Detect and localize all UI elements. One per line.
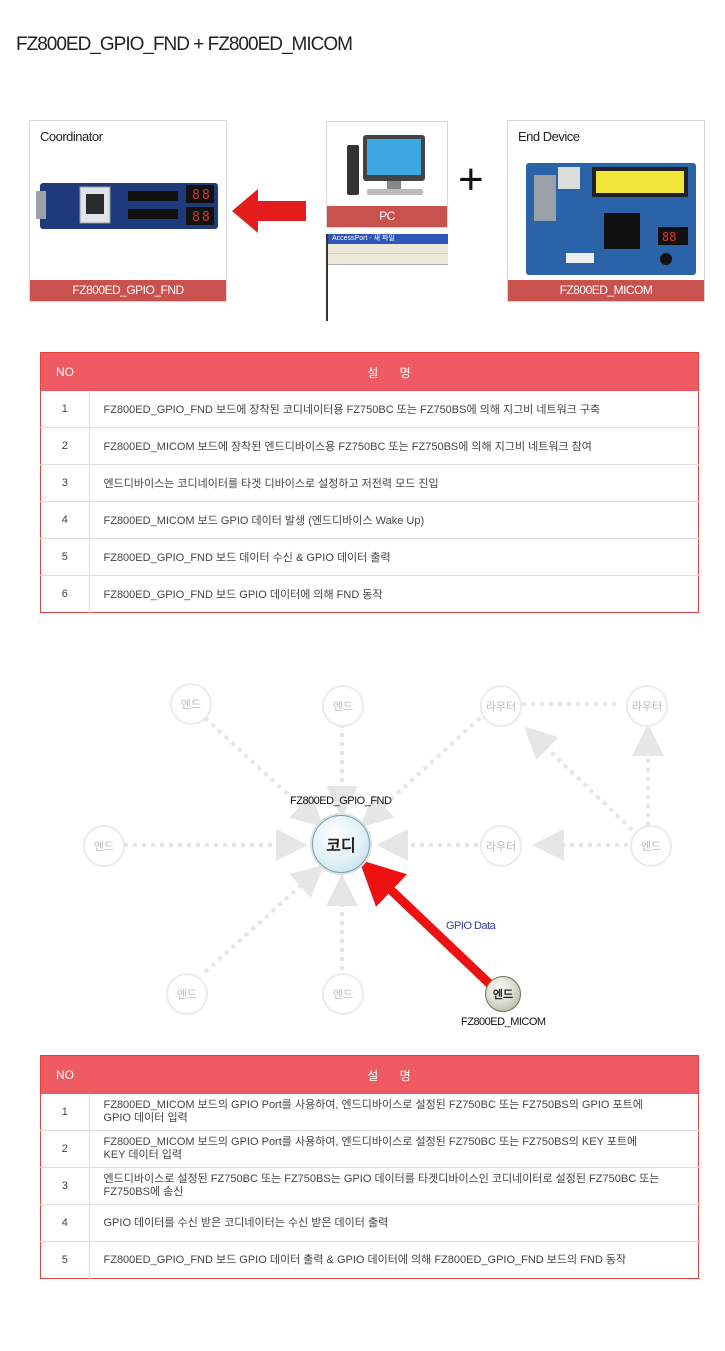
header-no: NO (40, 352, 89, 391)
row-no: 6 (40, 575, 90, 613)
row-text-line2: KEY 데이터 입력 (103, 1149, 183, 1161)
node-router-mid: 라우터 (480, 825, 522, 867)
table-row: 5 FZ800ED_GPIO_FND 보드 GPIO 데이터 출력 & GPIO … (40, 1241, 699, 1279)
network-diagram (124, 702, 664, 992)
node-coordinator: 코디 (312, 815, 370, 873)
pc-caption: PC (327, 206, 447, 227)
gpio-data-arrow (358, 859, 498, 992)
row-text: FZ800ED_GPIO_FND 보드에 장착된 코디네이터용 FZ750BC … (103, 404, 601, 416)
end-device-board-image: 88 (526, 163, 696, 275)
row-no: 3 (40, 1167, 90, 1205)
node-end-top-left: 엔드 (170, 683, 212, 725)
table-row: 3 엔드디바이스로 설정된 FZ750BC 또는 FZ750BS는 GPIO 데이… (40, 1167, 699, 1205)
row-text: FZ800ED_GPIO_FND 보드 GPIO 데이터 출력 & GPIO 데… (89, 1241, 699, 1279)
link-endright-router (524, 726, 634, 832)
end-device-card: End Device 88 FZ800ED_MICOM (507, 120, 705, 302)
coordinator-label: Coordinator (40, 129, 103, 144)
header-desc: 설 명 (89, 352, 699, 391)
row-text-line2: GPIO 데이터 입력 (103, 1112, 188, 1124)
node-router-top: 라우터 (480, 685, 522, 727)
header-desc: 설 명 (89, 1055, 699, 1094)
row-no: 5 (40, 1241, 90, 1279)
pc-app-window: AccessPort - 새 파일 (326, 234, 448, 321)
row-text: GPIO 데이터를 수신 받은 코디네이터는 수신 받은 데이터 출력 (89, 1204, 699, 1242)
link-endtl-coord (203, 716, 324, 828)
row-text: 엔드디바이스는 코디네이터를 타겟 디바이스로 설정하고 저전력 모드 진입 (89, 464, 699, 502)
row-text: 엔드디바이스로 설정된 FZ750BC 또는 FZ750BS는 GPIO 데이터… (89, 1167, 699, 1205)
row-text: FZ800ED_MICOM 보드에 장착된 엔드디바이스용 FZ750BC 또는… (89, 427, 699, 465)
table-row: 2 FZ800ED_MICOM 보드의 GPIO Port를 사용하여, 엔드디바… (40, 1130, 699, 1168)
pc-icon (347, 135, 425, 195)
row-text-line1: FZ800ED_MICOM 보드의 GPIO Port를 사용하여, 엔드디바이… (103, 1136, 638, 1148)
coordinator-caption: FZ800ED_GPIO_FND (30, 280, 226, 301)
end-device-board-label: FZ800ED_MICOM (461, 1016, 546, 1028)
row-text: FZ800ED_MICOM 보드 GPIO 데이터 발생 (엔드디바이스 Wak… (89, 501, 699, 539)
row-text-line1: GPIO 데이터를 수신 받은 코디네이터는 수신 받은 데이터 출력 (103, 1216, 389, 1229)
end-device-caption: FZ800ED_MICOM (508, 280, 704, 301)
left-arrow-icon (232, 189, 306, 233)
row-text-line2: FZ750BS에 송신 (103, 1186, 184, 1198)
table-header: NO 설 명 (40, 352, 699, 391)
table-row: 4 GPIO 데이터를 수신 받은 코디네이터는 수신 받은 데이터 출력 (40, 1204, 699, 1242)
row-text-line1: FZ800ED_MICOM 보드의 GPIO Port를 사용하여, 엔드디바이… (103, 1099, 643, 1111)
row-no: 1 (40, 1094, 90, 1131)
row-text-line1: FZ800ED_GPIO_FND 보드 GPIO 데이터 출력 & GPIO 데… (103, 1253, 627, 1266)
plus-sign: + (458, 155, 484, 204)
svg-text:8: 8 (192, 188, 200, 203)
link-endbl-coord (203, 864, 324, 974)
pc-app-menu (328, 244, 448, 254)
gpio-data-label: GPIO Data (446, 920, 496, 932)
node-end-device: 엔드 (485, 976, 521, 1012)
pc-card: PC (326, 121, 448, 228)
table-row: 1 FZ800ED_MICOM 보드의 GPIO Port를 사용하여, 엔드디바… (40, 1094, 699, 1131)
row-text: FZ800ED_GPIO_FND 보드 데이터 수신 & GPIO 데이터 출력 (89, 538, 699, 576)
description-table-1: NO 설 명 1 FZ800ED_GPIO_FND 보드에 장착된 코디네이터용 … (40, 352, 699, 613)
node-end-bottom-left: 엔드 (166, 973, 208, 1015)
node-end-bottom: 엔드 (322, 973, 364, 1015)
svg-text:8: 8 (202, 210, 210, 225)
row-no: 2 (40, 427, 90, 465)
header-no: NO (40, 1055, 89, 1094)
coordinator-board-image: 8 8 8 8 (36, 183, 218, 229)
node-end-right: 엔드 (630, 825, 672, 867)
coordinator-board-label: FZ800ED_GPIO_FND (290, 795, 392, 807)
row-no: 3 (40, 464, 90, 502)
row-no: 4 (40, 1204, 90, 1242)
svg-text:8: 8 (202, 188, 210, 203)
svg-text:8: 8 (192, 210, 200, 225)
svg-text:88: 88 (662, 230, 676, 244)
row-no: 1 (40, 391, 90, 428)
row-text: FZ800ED_GPIO_FND 보드 GPIO 데이터에 의해 FND 동작 (89, 575, 699, 613)
row-text: FZ800ED_MICOM 보드의 GPIO Port를 사용하여, 엔드디바이… (89, 1130, 699, 1168)
row-text-line1: 엔드디바이스로 설정된 FZ750BC 또는 FZ750BS는 GPIO 데이터… (103, 1173, 660, 1185)
row-no: 5 (40, 538, 90, 576)
page-title: FZ800ED_GPIO_FND + FZ800ED_MICOM (16, 34, 353, 55)
row-no: 2 (40, 1130, 90, 1168)
link-router-coord (360, 716, 482, 828)
table-header: NO 설 명 (40, 1055, 699, 1094)
node-end-top: 엔드 (322, 685, 364, 727)
node-router-top-right: 라우터 (626, 685, 668, 727)
row-text: FZ800ED_MICOM 보드의 GPIO Port를 사용하여, 엔드디바이… (89, 1094, 699, 1131)
node-end-left: 엔드 (83, 825, 125, 867)
table-row: 1 FZ800ED_GPIO_FND 보드에 장착된 코디네이터용 FZ750BC… (40, 391, 699, 428)
pc-app-title: AccessPort - 새 파일 (328, 234, 448, 244)
end-device-label: End Device (518, 129, 580, 144)
coordinator-card: Coordinator 8 8 8 8 FZ800ED_GPIO_FND (29, 120, 227, 302)
row-no: 4 (40, 501, 90, 539)
pc-app-toolbar (328, 254, 448, 265)
